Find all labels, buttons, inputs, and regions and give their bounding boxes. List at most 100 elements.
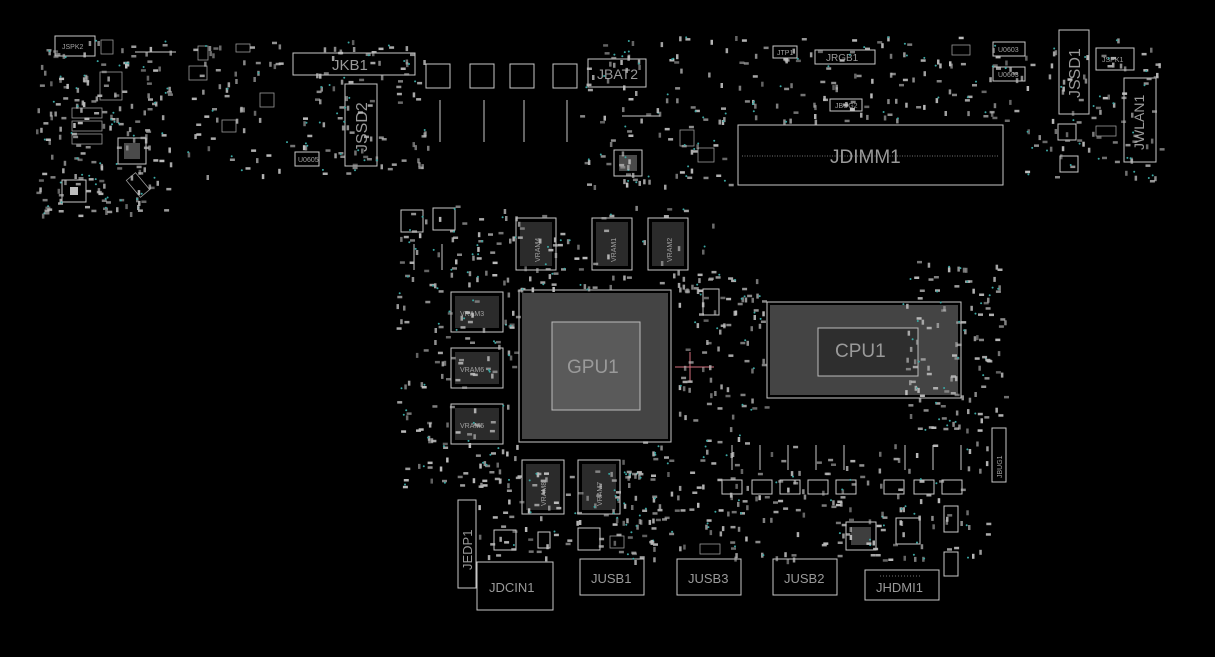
smd-pad [650, 539, 653, 545]
jedp1-connector[interactable]: JEDP1 [457, 499, 477, 589]
jssd1-connector[interactable]: JSSD1 [1058, 29, 1090, 115]
smd-pad [536, 268, 539, 273]
smd-pad [866, 480, 870, 486]
smd-pad [488, 233, 493, 236]
smd-pad [412, 92, 416, 98]
smd-pad [648, 179, 651, 185]
via [751, 103, 754, 105]
vram1-chip[interactable]: VRAM1 [591, 217, 633, 271]
smd-pad [519, 500, 525, 504]
smd-pad [875, 554, 881, 557]
smd-pad [849, 507, 852, 513]
vram8-chip[interactable]: VRAM8 [521, 459, 565, 515]
smd-pad [452, 267, 457, 270]
via [1151, 174, 1154, 177]
via [48, 50, 51, 52]
smd-pad [552, 287, 555, 292]
smd-pad [978, 313, 983, 316]
smd-pad [1000, 318, 1006, 321]
via [841, 488, 844, 491]
via [614, 495, 617, 497]
smd-pad [643, 441, 649, 444]
jssd2-connector[interactable]: JSSD2 [344, 83, 378, 167]
smd-pad [747, 294, 753, 298]
smd-pad [694, 109, 700, 113]
smd-pad [199, 74, 205, 78]
smd-pad [1159, 148, 1165, 151]
gpu1-chip[interactable]: GPU1 [518, 289, 672, 443]
smd-pad [786, 559, 790, 565]
smd-pad [738, 85, 742, 91]
u0603b-label: U0603 [998, 72, 1019, 79]
u0603-chips[interactable]: U0603 U0603 [951, 41, 1026, 82]
via [405, 409, 408, 412]
smd-pad [396, 304, 399, 310]
jspk1-connector[interactable]: JSPK1 [1095, 47, 1135, 71]
smd-pad [731, 452, 735, 457]
smd-pad [450, 272, 454, 278]
smd-pad [1038, 135, 1041, 141]
smd-pad [1005, 60, 1008, 66]
smd-pad [540, 516, 543, 522]
smd-pad [634, 495, 638, 501]
jusb3-connector[interactable]: JUSB3 [676, 558, 742, 596]
vram2-chip[interactable]: VRAM2 [647, 217, 689, 271]
jusb2-connector[interactable]: JUSB2 [772, 558, 838, 596]
jtp1-connector[interactable]: JTP1 [772, 45, 798, 59]
jbug1-connector[interactable]: JBUG1 [991, 427, 1007, 483]
jwlan1-connector[interactable]: JWLAN1 [1123, 77, 1157, 163]
smd-pad [492, 516, 498, 519]
smd-pad [793, 445, 799, 449]
jdcin1-connector[interactable]: JDCIN1 [476, 561, 554, 611]
jkb1-connector[interactable]: JKB1 [292, 52, 416, 76]
smd-pad [77, 158, 83, 162]
smd-pad [418, 463, 421, 469]
smd-pad [145, 129, 151, 132]
jrgb1-connector[interactable]: JRGB1 [814, 49, 876, 65]
via [347, 41, 350, 44]
smd-pad [352, 163, 358, 167]
u0605-chip[interactable]: U0605 [294, 151, 320, 167]
smd-pad [893, 457, 899, 461]
jusb1-connector[interactable]: JUSB1 [579, 558, 645, 596]
smd-pad [754, 115, 758, 121]
via [140, 192, 143, 195]
vram3-chip[interactable]: VRAM3 [450, 291, 504, 333]
smd-pad [1051, 118, 1055, 124]
smd-pad [82, 77, 86, 83]
smd-pad [928, 426, 934, 429]
smd-pad [716, 174, 722, 177]
jspk2-connector[interactable]: JSPK2 [54, 35, 96, 57]
smd-pad [472, 478, 476, 484]
vram6-chip[interactable]: VRAM6 [450, 347, 504, 389]
smd-pad [161, 134, 167, 137]
smd-pad [439, 466, 443, 472]
smd-pad [106, 201, 111, 204]
via [683, 144, 686, 146]
smd-pad [775, 103, 779, 109]
smd-pad [560, 232, 566, 236]
jhdmi1-connector[interactable]: JHDMI1 [864, 569, 940, 601]
smd-pad [973, 336, 977, 342]
vram7-chip[interactable]: VRAM7 [577, 459, 621, 515]
cpu1-chip[interactable]: CPU1 [766, 301, 962, 399]
smd-pad [735, 553, 738, 559]
smd-pad [1054, 129, 1058, 134]
via [849, 478, 852, 481]
smd-pad [756, 293, 759, 299]
smd-pad [845, 466, 849, 471]
smd-pad [455, 378, 461, 382]
smd-pad [905, 367, 911, 371]
smd-pad [253, 77, 256, 82]
jbat2-connector[interactable]: JBAT2 [587, 58, 647, 88]
smd-pad [273, 64, 277, 70]
smd-pad [258, 117, 262, 123]
smd-pad [485, 464, 491, 468]
vram4-chip[interactable]: VRAM4 [515, 217, 557, 271]
jdimm1-slot[interactable]: JDIMM1 [737, 124, 1004, 186]
smd-pad [204, 61, 207, 67]
via [966, 280, 969, 283]
smd-pad [465, 311, 471, 314]
smd-pad [977, 412, 983, 416]
